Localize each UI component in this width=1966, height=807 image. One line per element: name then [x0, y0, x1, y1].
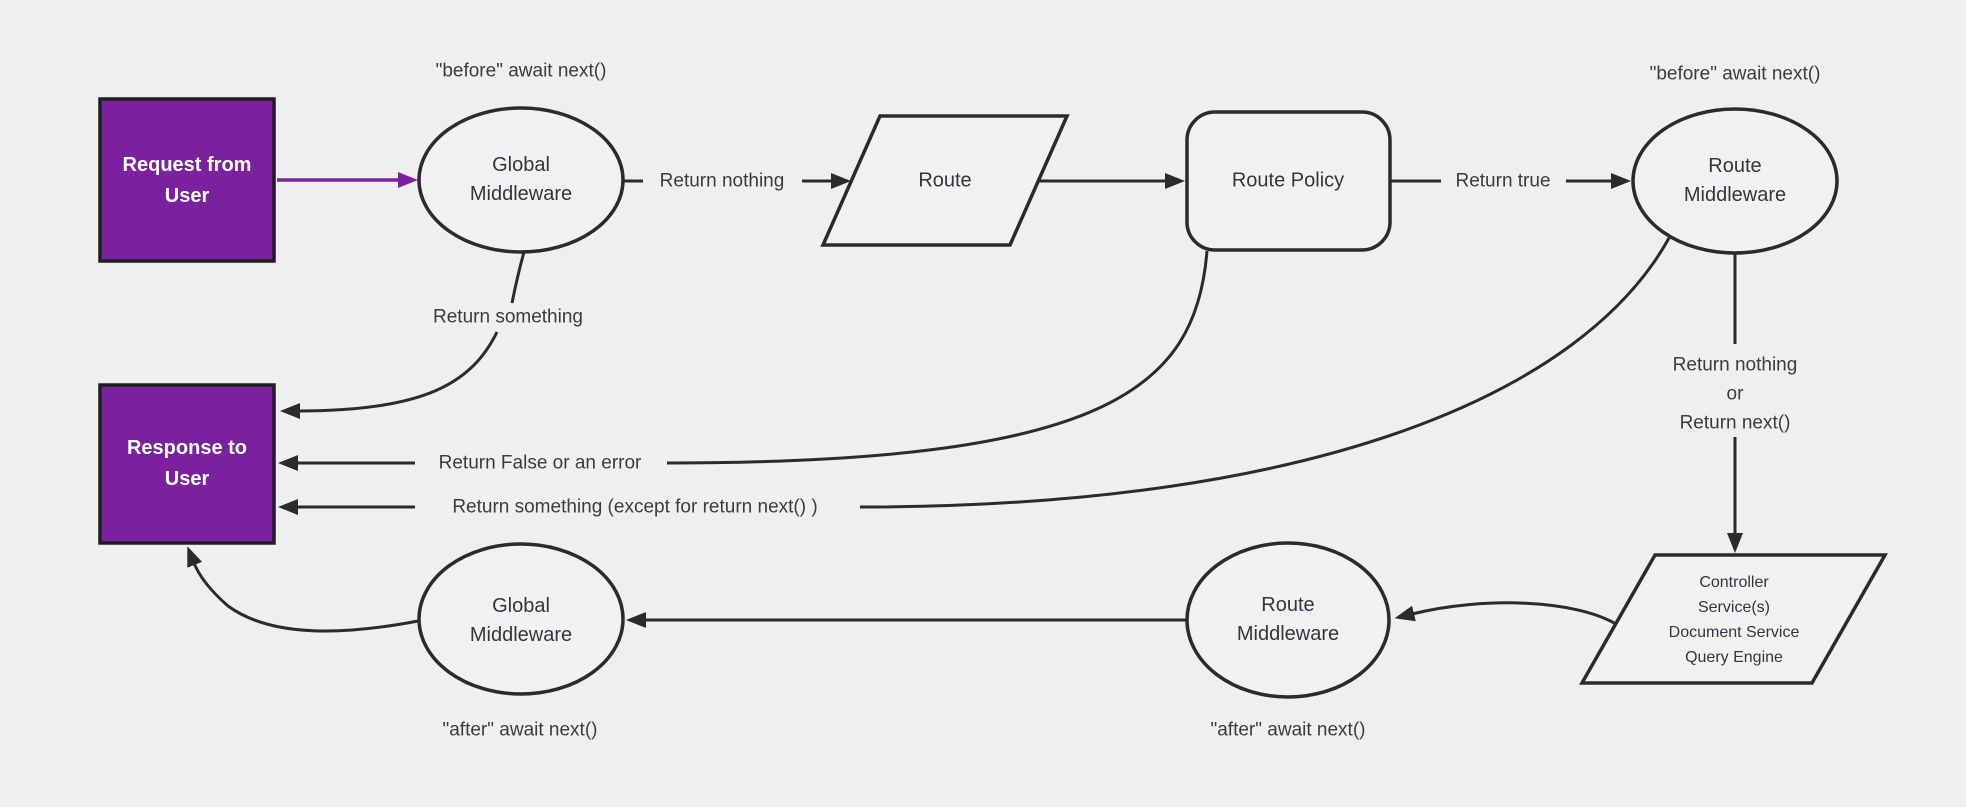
text-line: Return nothing	[1672, 354, 1798, 376]
text-line: Route Policy	[1231, 169, 1345, 192]
route-label: Route	[918, 167, 971, 196]
text-line: Route	[918, 169, 972, 192]
global-middleware-bottom-label: Global Middleware	[470, 592, 572, 650]
global-middleware-bottom-ellipse	[417, 542, 625, 696]
route-parallelogram	[820, 114, 1070, 247]
text-line: Controller	[1699, 574, 1769, 591]
text-line: Route	[1261, 594, 1315, 616]
label-return-false-or-error: Return False or an error	[438, 452, 642, 474]
route-middleware-bottom-ellipse	[1185, 541, 1391, 699]
label-return-something: Return something	[433, 306, 583, 328]
global-middleware-top-ellipse	[417, 106, 625, 254]
controller-services-parallelogram	[1578, 553, 1889, 685]
request-from-user-label: Request from User	[123, 150, 252, 212]
response-to-user-box	[98, 383, 276, 545]
edge-global-middleware-bottom-to-response	[187, 546, 419, 633]
edge-return-something-to-response	[280, 331, 499, 419]
label-before-await-next-right: "before" await next()	[1649, 63, 1821, 85]
route-policy-label: Route Policy	[1232, 167, 1344, 196]
label-return-something-except: Return something (except for return next…	[452, 496, 818, 518]
text-line: Return next()	[1679, 412, 1791, 434]
text-line: Global	[492, 154, 550, 176]
request-from-user-box	[98, 97, 276, 263]
edge-return-something-upper	[510, 251, 526, 304]
label-after-await-next-middle: "after" await next()	[1210, 719, 1366, 741]
edge-route-middleware-to-return-something-except	[859, 237, 1671, 509]
text-line: Middleware	[1683, 184, 1787, 206]
text-line: Query Engine	[1685, 649, 1783, 666]
text-line: Middleware	[469, 183, 573, 205]
route-middleware-top-label: Route Middleware	[1684, 152, 1786, 210]
route-policy-box	[1185, 110, 1392, 252]
text-line: User	[164, 468, 210, 490]
text-line: Service(s)	[1697, 599, 1770, 616]
controller-services-label: Controller Service(s) Document Service Q…	[1669, 570, 1800, 670]
label-return-true: Return true	[1455, 170, 1551, 192]
text-line: Middleware	[469, 624, 573, 646]
route-middleware-bottom-label: Route Middleware	[1237, 591, 1339, 649]
text-line: Global	[492, 595, 550, 617]
text-line: User	[164, 185, 210, 207]
label-after-await-next-left: "after" await next()	[442, 719, 598, 741]
text-line: or	[1726, 383, 1744, 405]
global-middleware-top-label: Global Middleware	[470, 151, 572, 209]
response-to-user-label: Response to User	[127, 433, 247, 495]
label-return-nothing-or-next: Return nothing or Return next()	[1673, 351, 1798, 438]
route-middleware-top-ellipse	[1631, 107, 1839, 255]
text-line: Request from	[122, 154, 252, 176]
label-return-nothing: Return nothing	[659, 170, 785, 192]
text-line: Route	[1708, 155, 1762, 177]
text-line: Middleware	[1236, 623, 1340, 645]
edge-route-policy-to-return-false	[666, 250, 1209, 465]
text-line: Document Service	[1668, 624, 1800, 641]
text-line: Response to	[126, 437, 248, 459]
label-before-await-next-left: "before" await next()	[435, 60, 607, 82]
edge-controller-to-route-middleware-bottom	[1394, 601, 1617, 626]
